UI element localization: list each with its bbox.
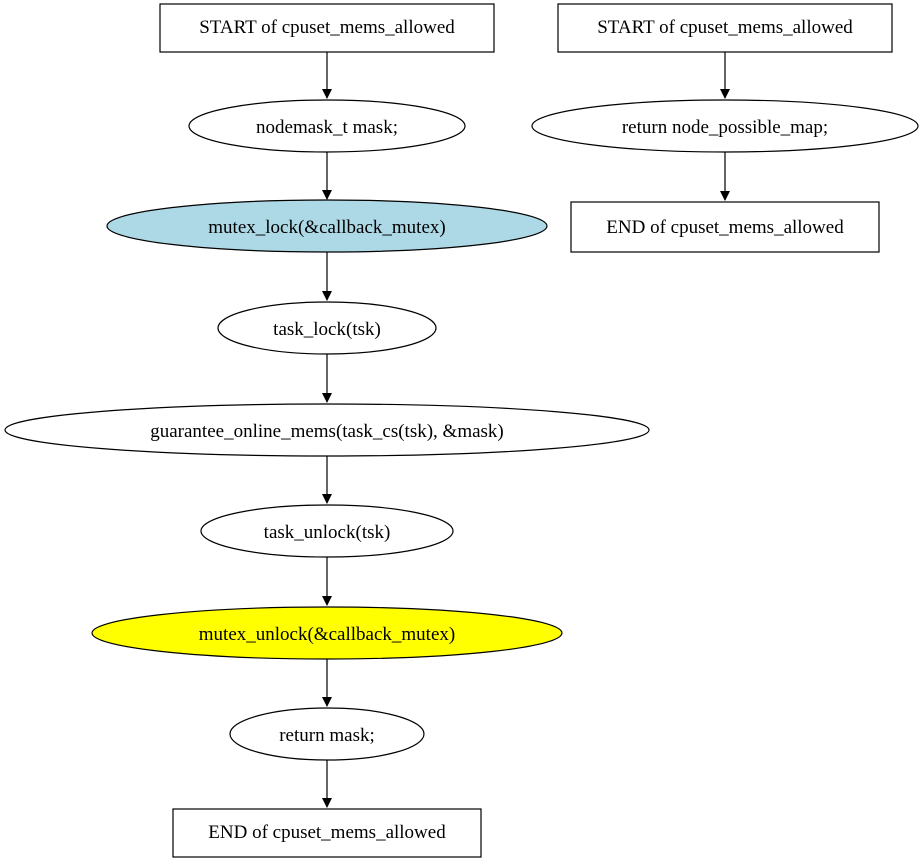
step-node-label: return node_possible_map; bbox=[622, 117, 828, 138]
start-node-label: START of cpuset_mems_allowed bbox=[199, 17, 455, 38]
step-node-label: task_lock(tsk) bbox=[273, 319, 381, 340]
step-node-label: nodemask_t mask; bbox=[256, 117, 398, 138]
step-node-label: task_unlock(tsk) bbox=[264, 522, 391, 543]
end-node bbox=[570, 201, 880, 253]
start-node bbox=[557, 3, 893, 53]
end-node bbox=[172, 808, 482, 858]
end-node-label: END of cpuset_mems_allowed bbox=[208, 822, 446, 843]
unlock-step-label: mutex_unlock(&callback_mutex) bbox=[199, 624, 455, 645]
left-flow: START of cpuset_mems_allowed nodemask_t … bbox=[4, 3, 650, 858]
lock-step-label: mutex_lock(&callback_mutex) bbox=[208, 217, 445, 238]
start-node-label: START of cpuset_mems_allowed bbox=[597, 17, 853, 38]
right-flow: START of cpuset_mems_allowed return node… bbox=[531, 3, 919, 253]
end-node-label: END of cpuset_mems_allowed bbox=[606, 217, 844, 238]
step-node-label: guarantee_online_mems(task_cs(tsk), &mas… bbox=[150, 421, 504, 442]
start-node bbox=[159, 3, 495, 53]
step-node-label: return mask; bbox=[279, 725, 375, 746]
